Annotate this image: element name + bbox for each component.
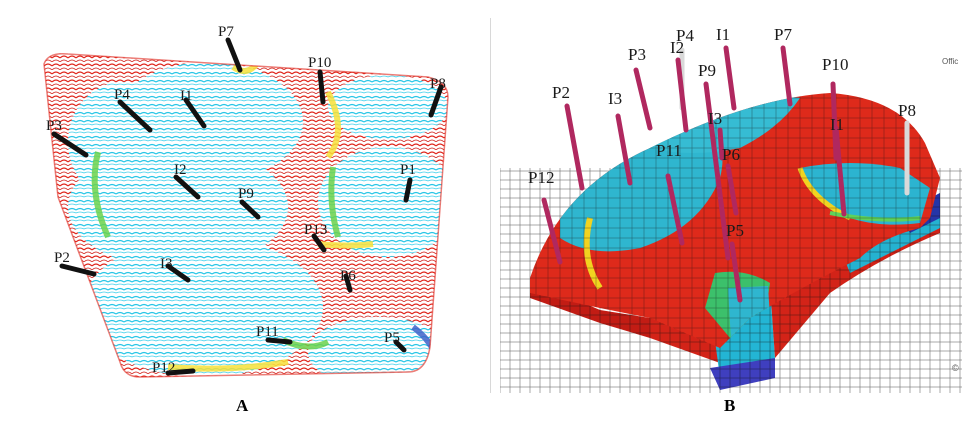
well-pipe: [833, 125, 847, 217]
well-label: P12: [152, 360, 175, 376]
well-markers-a: [51, 37, 444, 376]
well-pipe: [564, 103, 585, 191]
well-pipe: [780, 45, 793, 107]
well-label: I1: [716, 25, 730, 44]
well-label: I3: [608, 89, 622, 108]
streamline-map: P7 P10 P8 P4 I1 P3 I2 P9 P1 P13 P2 I3 P6…: [43, 24, 449, 378]
reservoir-grid-3d: P4 I1 P7 P3 I2 P10 P9 P2 I3 P8 I3 P11 P6…: [500, 25, 962, 393]
well-label: P6: [722, 145, 740, 164]
well-stick: [239, 199, 261, 220]
well-stick: [173, 174, 201, 200]
well-label: P4: [676, 26, 694, 45]
well-pipe: [717, 127, 725, 161]
well-stick: [51, 131, 89, 158]
well-pipes-b: [541, 45, 910, 303]
well-labels-b: P4 I1 P7 P3 I2 P10 P9 P2 I3 P8 I3 P11 P6…: [528, 25, 916, 240]
well-label: I3: [160, 256, 173, 272]
well-label: P13: [304, 222, 327, 238]
well-label: P5: [384, 330, 400, 346]
panel-a-caption: A: [236, 396, 249, 415]
well-label: P3: [46, 118, 62, 134]
well-label: P3: [628, 45, 646, 64]
well-stick: [165, 263, 191, 283]
saturation-fronts: [91, 60, 441, 372]
well-label: I1: [830, 115, 844, 134]
well-label: I2: [670, 38, 684, 57]
well-label: P2: [54, 250, 70, 266]
well-pipe: [723, 45, 737, 111]
well-label: I3: [708, 109, 722, 128]
well-stick: [393, 339, 407, 353]
well-pipe: [675, 57, 689, 133]
well-label: P6: [340, 268, 356, 284]
well-label: P11: [256, 324, 279, 340]
well-label: P9: [698, 61, 716, 80]
well-stick: [225, 37, 243, 73]
well-stick: [117, 99, 153, 133]
well-label: P8: [898, 101, 916, 120]
well-stick: [183, 97, 207, 129]
well-label: P10: [308, 55, 331, 71]
well-label: P8: [430, 76, 446, 92]
well-stick: [428, 84, 444, 118]
streamline-map-panel: P7 P10 P8 P4 I1 P3 I2 P9 P1 P13 P2 I3 P6…: [28, 22, 458, 387]
well-label: P11: [656, 141, 682, 160]
well-stick: [311, 233, 327, 253]
panel-divider: [490, 18, 491, 393]
well-pipe: [615, 113, 633, 186]
well-pipe: [703, 81, 731, 261]
well-label: P7: [774, 25, 792, 44]
corner-watermark: Offic: [942, 57, 958, 66]
corner-copyright: ©: [952, 363, 959, 373]
well-pipe: [633, 67, 653, 131]
well-pipe: [729, 241, 743, 303]
well-stick: [59, 263, 97, 277]
panel-b-caption: B: [724, 396, 736, 415]
reservoir-grid-panel: P4 I1 P7 P3 I2 P10 P9 P2 I3 P8 I3 P11 P6…: [500, 18, 962, 393]
well-stick: [317, 69, 326, 105]
well-label: P1: [400, 162, 416, 178]
well-pipe: [665, 173, 685, 246]
well-label: P2: [552, 83, 570, 102]
well-stick: [265, 337, 293, 345]
well-pipe: [725, 163, 739, 216]
well-label: P12: [528, 168, 554, 187]
well-stick: [165, 368, 196, 376]
well-label: P4: [114, 87, 130, 103]
well-stick: [343, 273, 353, 293]
well-label: P10: [822, 55, 848, 74]
water-swept-regions: [68, 62, 448, 377]
well-label: P9: [238, 186, 254, 202]
well-stick: [403, 177, 413, 203]
well-label: P5: [726, 221, 744, 240]
well-labels-a: P7 P10 P8 P4 I1 P3 I2 P9 P1 P13 P2 I3 P6…: [46, 24, 446, 376]
well-label: I1: [180, 88, 193, 104]
well-label: P7: [218, 24, 234, 40]
well-label: I2: [174, 162, 187, 178]
well-pipe: [541, 197, 563, 265]
